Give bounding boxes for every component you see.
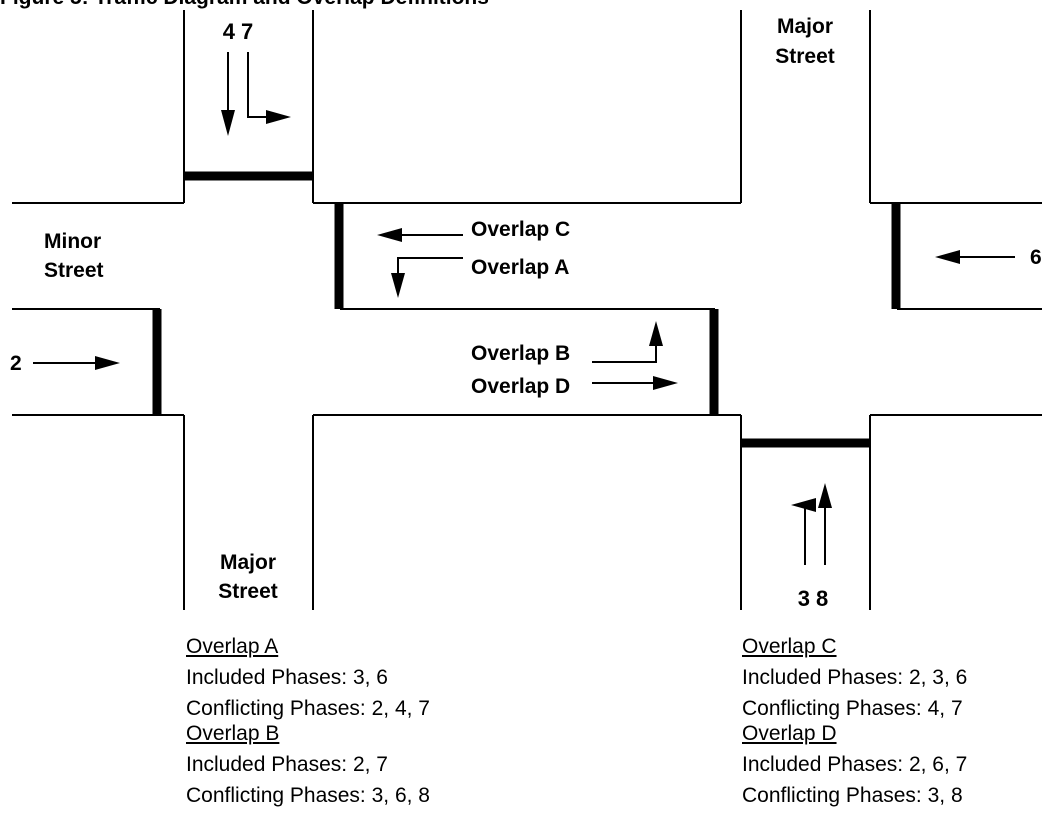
definition-heading: Overlap C xyxy=(742,635,837,658)
overlap-d-definition: Overlap D Included Phases: 2, 6, 7 Confl… xyxy=(742,718,967,811)
left-arrow-icon xyxy=(791,498,816,512)
phase-label-west: 2 xyxy=(10,352,22,375)
arrow-shaft xyxy=(592,344,657,363)
conflicting-phases: Conflicting Phases: 3, 6, 8 xyxy=(186,784,430,807)
up-arrow-icon xyxy=(818,483,832,508)
major-street-top-line2: Street xyxy=(775,45,835,68)
arrow-shaft xyxy=(804,504,814,565)
right-arrow-icon xyxy=(653,376,678,390)
definition-heading: Overlap A xyxy=(186,635,279,658)
included-phases: Included Phases: 2, 3, 6 xyxy=(742,666,968,689)
overlap-b-label: Overlap B xyxy=(471,342,570,365)
minor-street-line1: Minor xyxy=(44,230,101,253)
major-street-bottom-line1: Major xyxy=(220,551,276,574)
included-phases: Included Phases: 2, 7 xyxy=(186,753,388,776)
included-phases: Included Phases: 3, 6 xyxy=(186,666,388,689)
phase-label-south: 3 8 xyxy=(798,586,829,611)
overlap-c-definition: Overlap C Included Phases: 2, 3, 6 Confl… xyxy=(742,631,967,724)
overlap-b-definition: Overlap B Included Phases: 2, 7 Conflict… xyxy=(186,718,430,811)
overlap-d-label: Overlap D xyxy=(471,375,570,398)
down-arrow-icon xyxy=(391,273,405,298)
overlap-a-label: Overlap A xyxy=(471,256,569,279)
up-arrow-icon xyxy=(649,321,663,346)
overlap-c-label: Overlap C xyxy=(471,218,570,241)
stop-bars xyxy=(152,171,901,448)
figure-caption: Figure 5: Traffic Diagram and Overlap De… xyxy=(0,0,489,9)
included-phases: Included Phases: 2, 6, 7 xyxy=(742,753,968,776)
definition-heading: Overlap B xyxy=(186,722,280,745)
overlap-a-definition: Overlap A Included Phases: 3, 6 Conflict… xyxy=(186,631,430,724)
conflicting-phases: Conflicting Phases: 2, 4, 7 xyxy=(186,697,430,720)
left-arrow-icon xyxy=(377,228,402,242)
arrow-shaft xyxy=(397,257,463,275)
road-edges xyxy=(12,10,1042,610)
right-arrow-icon xyxy=(95,356,120,370)
major-street-top-line1: Major xyxy=(777,15,833,38)
down-arrow-icon xyxy=(221,110,235,136)
right-arrow-icon xyxy=(266,110,291,124)
minor-street-line2: Street xyxy=(44,259,104,282)
movement-arrows xyxy=(33,52,1015,565)
conflicting-phases: Conflicting Phases: 3, 8 xyxy=(742,784,963,807)
phase-label-north: 4 7 xyxy=(223,19,254,44)
conflicting-phases: Conflicting Phases: 4, 7 xyxy=(742,697,963,720)
major-street-bottom-line2: Street xyxy=(218,580,278,603)
left-arrow-icon xyxy=(935,250,960,264)
phase-label-east: 6 xyxy=(1030,246,1042,269)
arrow-shaft xyxy=(247,52,268,118)
definition-heading: Overlap D xyxy=(742,722,837,745)
